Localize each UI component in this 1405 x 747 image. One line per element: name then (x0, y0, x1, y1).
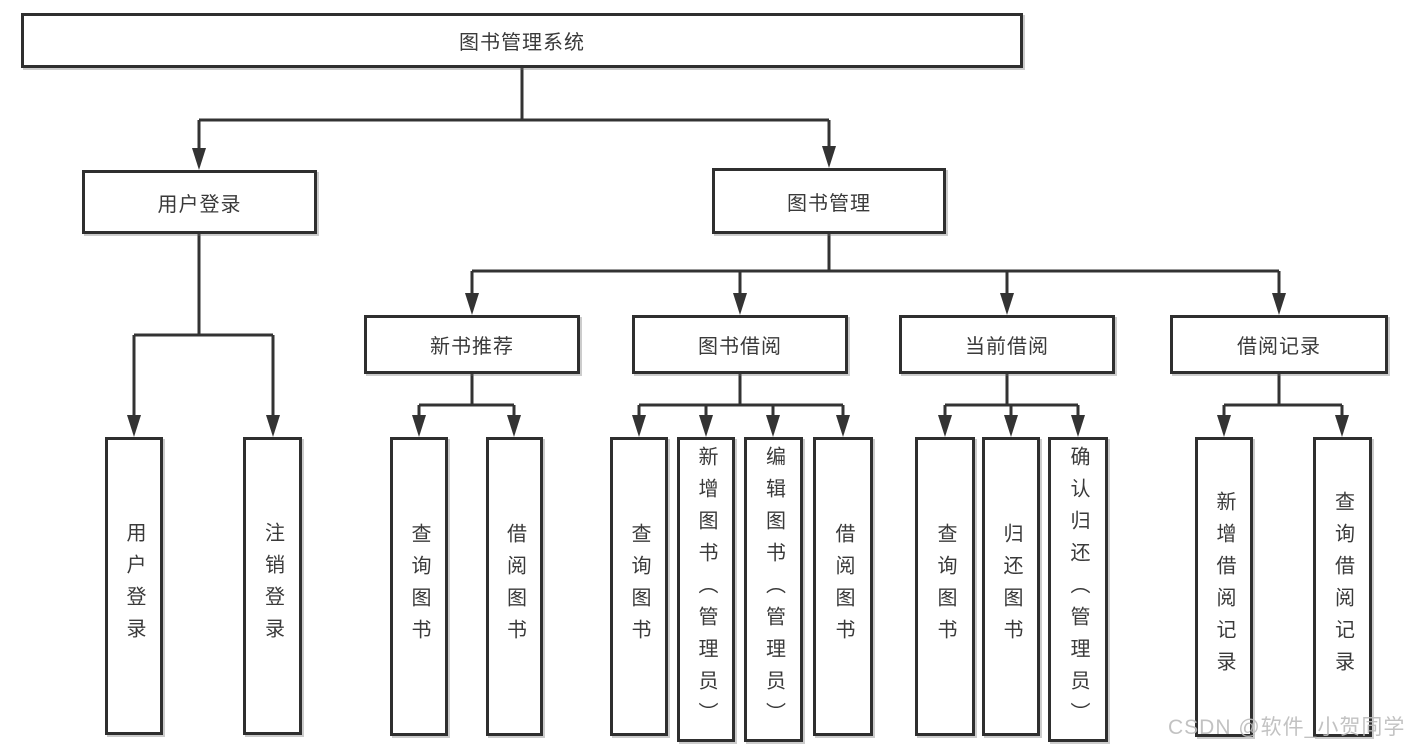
leaf-label: 用户登录 (123, 522, 145, 650)
leaf-add-book-admin: 新增图书（管理员） (677, 437, 735, 742)
connector-path (132, 68, 1344, 419)
arrow-head (699, 415, 713, 437)
leaf-edit-book-admin: 编辑图书（管理员） (744, 437, 803, 742)
node-label: 图书管理 (787, 192, 871, 215)
arrow-head (1272, 293, 1286, 315)
arrow-head (1335, 415, 1349, 437)
csdn-watermark: CSDN @软件_小贺同学 (1168, 716, 1405, 739)
node-book-management: 图书管理 (712, 168, 946, 234)
arrow-head (938, 415, 952, 437)
node-label: 新书推荐 (430, 336, 514, 358)
arrow-head (412, 415, 426, 437)
leaf-label: 归还图书 (1000, 522, 1022, 651)
leaf-query-book-current: 查询图书 (915, 437, 975, 736)
leaf-user-login: 用户登录 (105, 437, 163, 735)
node-borrow-records: 借阅记录 (1170, 315, 1388, 374)
leaf-borrow-book: 借阅图书 (813, 437, 873, 736)
leaf-label: 借阅图书 (832, 522, 854, 651)
leaf-query-book-recommend: 查询图书 (390, 437, 448, 736)
leaf-label: 查询图书 (934, 522, 956, 651)
node-label: 图书借阅 (698, 336, 782, 358)
arrow-head (632, 415, 646, 437)
leaf-query-borrow-record: 查询借阅记录 (1313, 437, 1372, 737)
arrow-head (1071, 415, 1085, 437)
arrow-head (836, 415, 850, 437)
node-library-management-system: 图书管理系统 (21, 13, 1023, 68)
node-label: 用户登录 (157, 193, 242, 216)
leaf-return-book: 归还图书 (982, 437, 1040, 736)
leaf-label: 新增借阅记录 (1213, 491, 1235, 683)
arrow-head (1004, 415, 1018, 437)
leaf-borrow-book-recommend: 借阅图书 (486, 437, 543, 736)
node-label: 图书管理系统 (459, 32, 585, 54)
arrow-head (822, 146, 836, 168)
leaf-label: 借阅图书 (503, 522, 526, 651)
leaf-label: 确认归还（管理员） (1067, 445, 1089, 734)
arrow-head (127, 415, 141, 437)
leaf-query-book-borrow: 查询图书 (610, 437, 668, 736)
node-label: 当前借阅 (965, 336, 1049, 358)
node-user-login: 用户登录 (82, 170, 317, 234)
arrow-head (266, 415, 280, 437)
arrow-heads (127, 146, 1349, 437)
leaf-logout-login: 注销登录 (243, 437, 302, 735)
leaf-label: 新增图书（管理员） (695, 445, 717, 734)
node-current-borrow: 当前借阅 (899, 315, 1115, 374)
leaf-confirm-return-admin: 确认归还（管理员） (1048, 437, 1108, 742)
leaf-label: 查询借阅记录 (1331, 491, 1354, 683)
arrow-head (507, 415, 521, 437)
node-new-book-recommend: 新书推荐 (364, 315, 580, 374)
arrow-head (766, 415, 780, 437)
leaf-label: 查询图书 (408, 522, 430, 651)
arrow-head (192, 148, 206, 170)
leaf-label: 查询图书 (628, 522, 650, 651)
arrow-head (1217, 415, 1231, 437)
leaf-add-borrow-record: 新增借阅记录 (1195, 437, 1253, 737)
arrow-head (733, 293, 747, 315)
node-book-borrow: 图书借阅 (632, 315, 848, 374)
leaf-label: 编辑图书（管理员） (762, 445, 785, 734)
leaf-label: 注销登录 (261, 522, 284, 650)
arrow-head (465, 293, 479, 315)
arrow-head (1000, 293, 1014, 315)
node-label: 借阅记录 (1237, 336, 1321, 358)
